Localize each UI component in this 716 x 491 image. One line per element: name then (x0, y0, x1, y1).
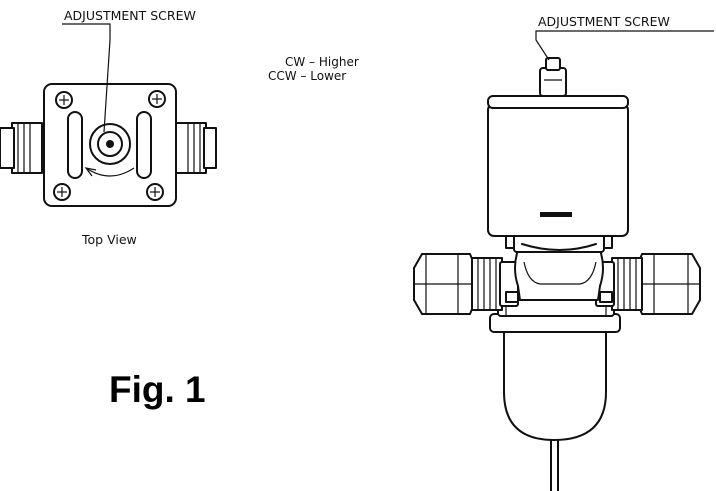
direction-cw-label: CW – Higher (285, 55, 359, 69)
right-pipe-fitting (175, 122, 217, 174)
right-callout-label: ADJUSTMENT SCREW (538, 14, 670, 29)
lower-bowl (503, 329, 607, 441)
adjustment-screw-icon (89, 123, 131, 165)
top-view-caption: Top View (81, 232, 137, 247)
housing-slot (540, 212, 572, 217)
left-callout-label: ADJUSTMENT SCREW (64, 8, 196, 23)
right-callout-leader (535, 30, 714, 61)
corner-screw-icon (55, 91, 73, 109)
left-thread (471, 257, 503, 311)
side-view-drawing (413, 57, 701, 491)
right-thread (611, 257, 643, 311)
corner-screw-icon (53, 183, 71, 201)
left-callout-leader (62, 23, 111, 133)
left-nut (413, 253, 475, 315)
direction-ccw-label: CCW – Lower (268, 69, 346, 83)
figure-label: Fig. 1 (109, 369, 206, 410)
top-view-drawing (0, 83, 217, 207)
corner-screw-icon (146, 183, 164, 201)
right-nut (637, 253, 701, 315)
valve-body (514, 249, 604, 301)
corner-screw-icon (148, 90, 166, 108)
left-pipe-fitting (0, 122, 43, 174)
adjustment-screw-icon (539, 57, 567, 97)
